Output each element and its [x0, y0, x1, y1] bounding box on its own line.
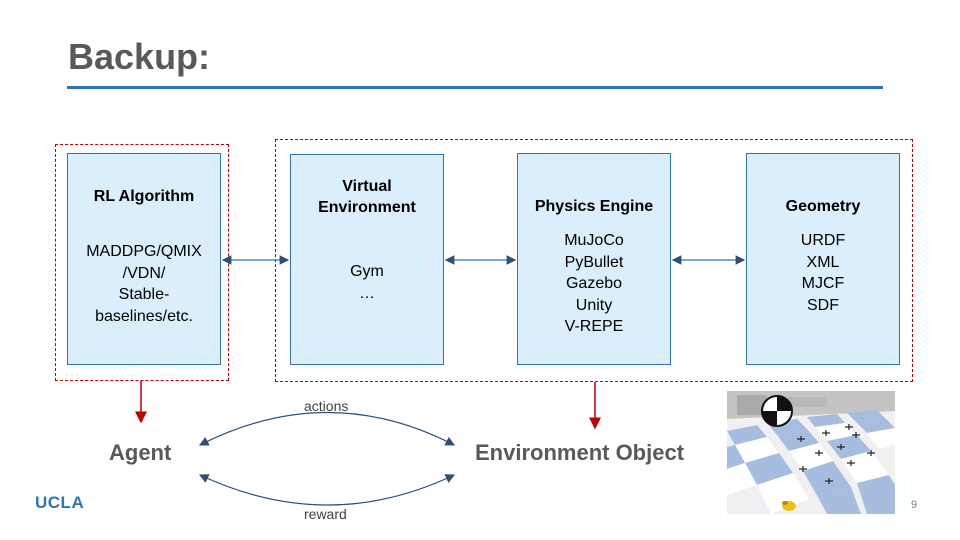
environment-object-label: Environment Object [475, 440, 685, 465]
slide-title: Backup: [68, 36, 211, 77]
reward-arrow [198, 474, 456, 506]
page-number: 9 [911, 499, 918, 511]
geometry-line: MJCF [801, 275, 845, 292]
physics-engine-heading: Physics Engine [534, 198, 654, 215]
reward-label: reward [304, 506, 347, 522]
ucla-logo: UCLA [35, 493, 85, 512]
geometry-line: SDF [807, 296, 839, 314]
physics-engine-line: V-REPE [564, 318, 624, 335]
rl-algorithm-line: /VDN/ [122, 264, 166, 282]
physics-engine-line: Gazebo [565, 275, 623, 292]
rl-algorithm-line: baselines/etc. [95, 307, 193, 325]
geometry-line: XML [806, 253, 840, 271]
virtual-environment-heading: Environment [318, 199, 416, 216]
rl-algorithm-line: Stable- [118, 286, 170, 303]
agent-label: Agent [109, 440, 172, 465]
simulation-screenshot [727, 391, 895, 514]
geometry-line: URDF [800, 232, 846, 249]
physics-engine-line: Unity [575, 296, 613, 314]
rl-algorithm-box: RL Algorithm MADDPG/QMIX /VDN/ Stable- b… [67, 153, 221, 365]
actions-label: actions [304, 398, 349, 414]
rl-algorithm-line: MADDPG/QMIX [86, 243, 202, 260]
geometry-box: Geometry URDF XML MJCF SDF [746, 153, 900, 365]
actions-arrow [198, 412, 456, 446]
physics-engine-line: MuJoCo [564, 232, 624, 249]
rl-algorithm-heading: RL Algorithm [93, 188, 195, 205]
virtual-environment-heading: Virtual [342, 178, 392, 195]
virtual-environment-box: Virtual Environment Gym … [290, 154, 444, 365]
physics-engine-line: PyBullet [564, 253, 624, 271]
virtual-environment-line: … [359, 284, 375, 302]
geometry-heading: Geometry [785, 198, 861, 215]
physics-engine-box: Physics Engine MuJoCo PyBullet Gazebo Un… [517, 153, 671, 365]
virtual-environment-line: Gym [350, 263, 384, 280]
title-underline [67, 86, 883, 89]
